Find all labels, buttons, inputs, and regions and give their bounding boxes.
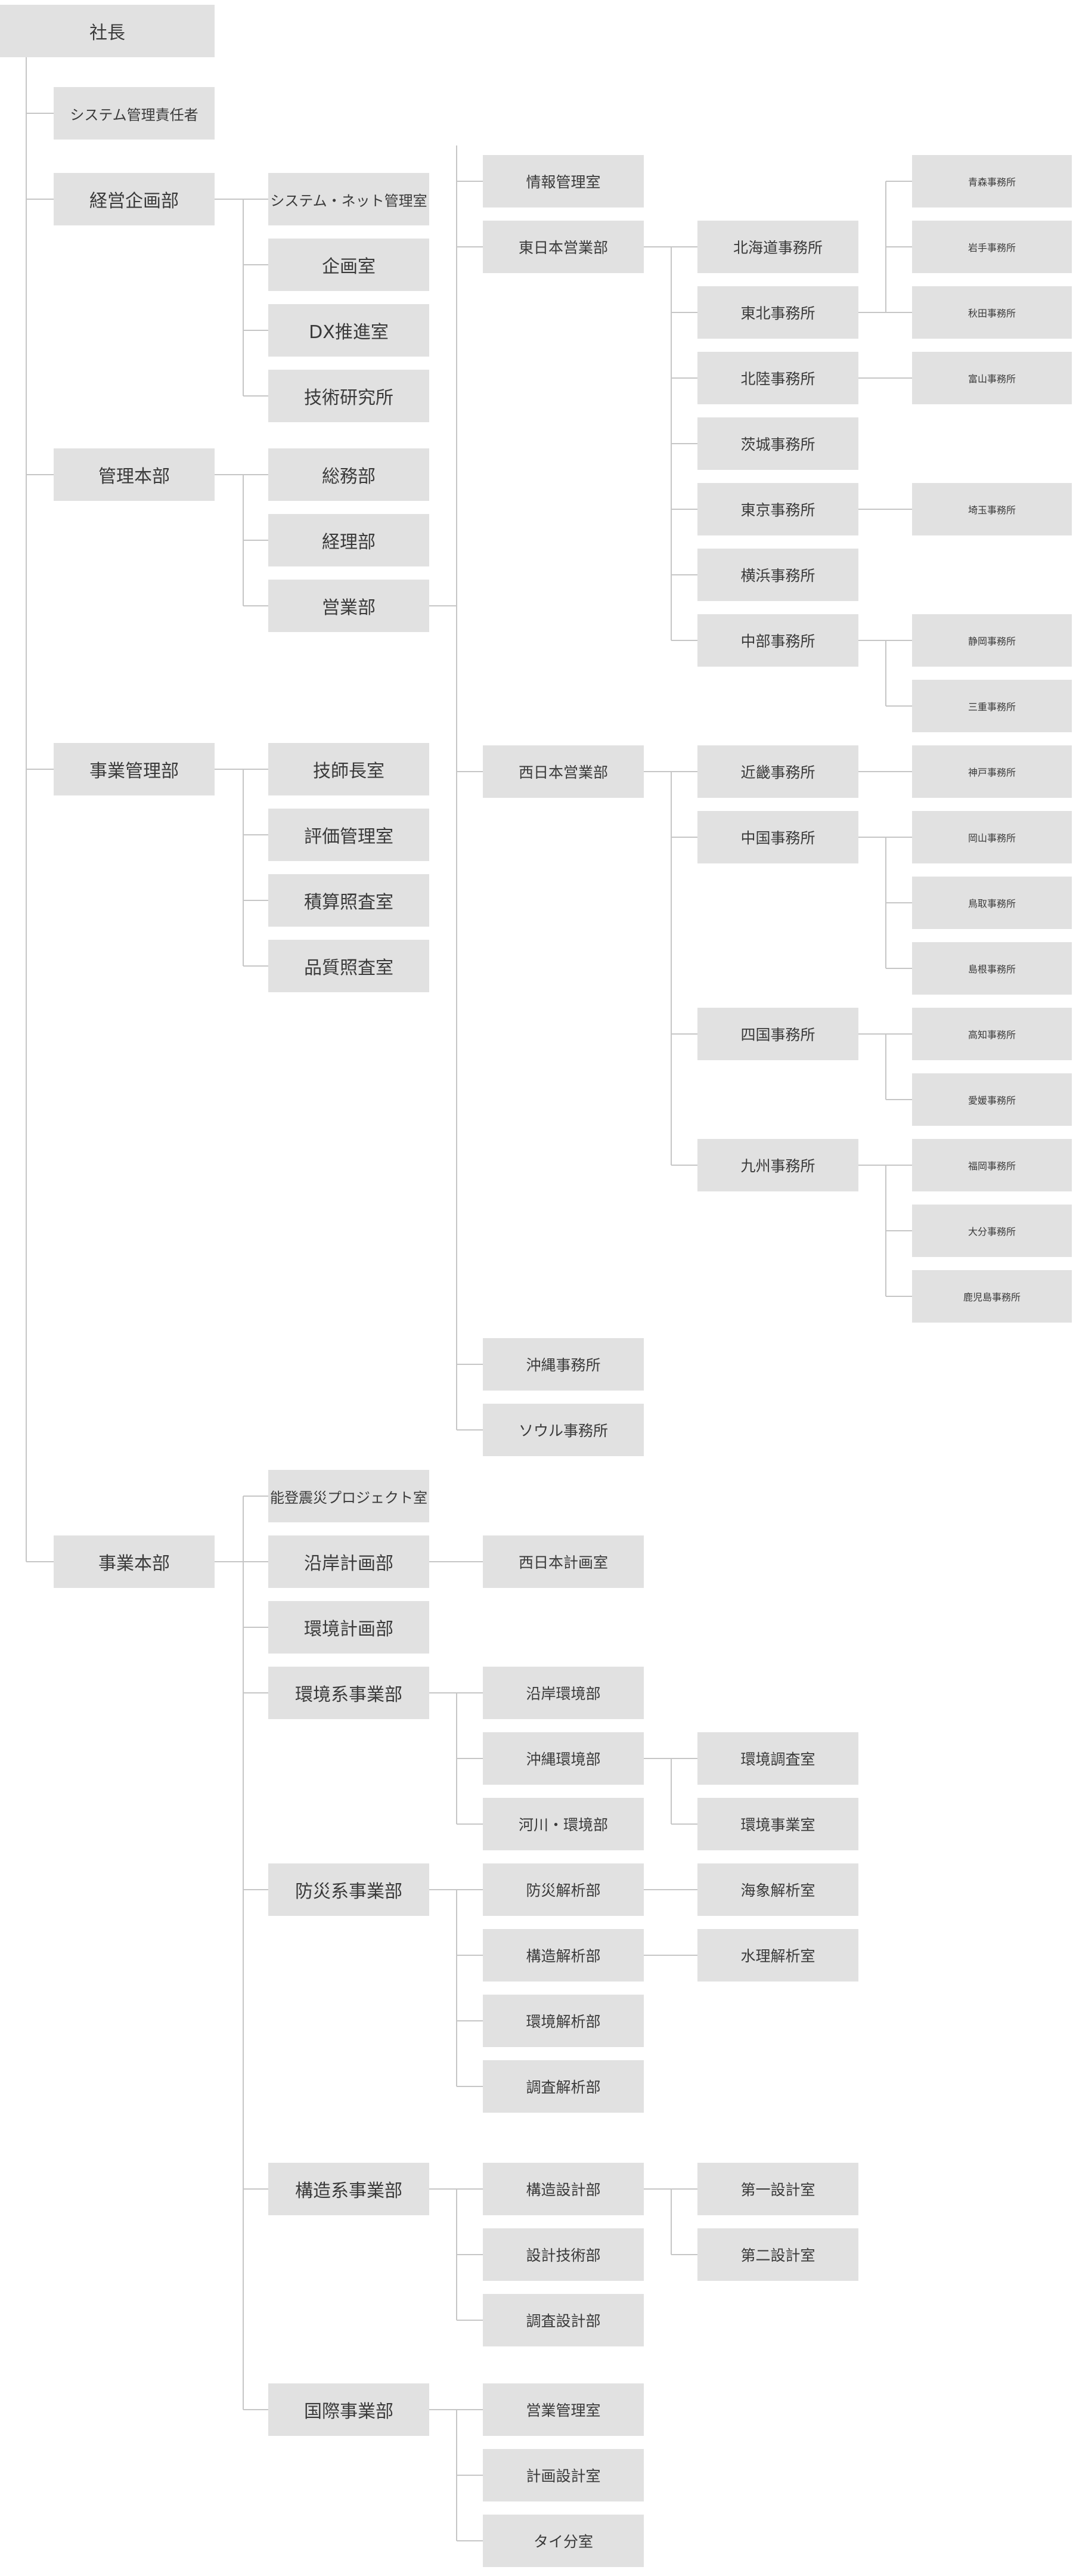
org-box-ehime: 愛媛事務所 xyxy=(912,1073,1072,1126)
org-box-toyama: 富山事務所 xyxy=(912,352,1072,404)
org-box-hyoka-kanri: 評価管理室 xyxy=(268,809,429,861)
org-box-suiri-kaiseki: 水理解析室 xyxy=(697,1929,858,1981)
org-box-hinshitsu-shosa: 品質照査室 xyxy=(268,940,429,992)
org-box-tottori: 鳥取事務所 xyxy=(912,877,1072,929)
org-box-system-admin: システム管理責任者 xyxy=(54,87,215,140)
org-box-gishicho: 技師長室 xyxy=(268,743,429,795)
org-box-engan-kankyo: 沿岸環境部 xyxy=(483,1667,644,1719)
org-box-kochi: 高知事務所 xyxy=(912,1008,1072,1060)
org-box-noto-pj: 能登震災プロジェクト室 xyxy=(268,1470,429,1522)
org-box-chosa-kaiseki: 調査解析部 xyxy=(483,2060,644,2113)
org-box-kozo-sekkei: 構造設計部 xyxy=(483,2163,644,2215)
org-box-tohoku: 東北事務所 xyxy=(697,286,858,339)
org-box-hokuriku: 北陸事務所 xyxy=(697,352,858,404)
org-box-jigyo-honbu: 事業本部 xyxy=(54,1535,215,1588)
org-box-chugoku: 中国事務所 xyxy=(697,811,858,863)
org-box-kokusai-jigyo: 国際事業部 xyxy=(268,2383,429,2436)
org-box-yokohama: 横浜事務所 xyxy=(697,549,858,601)
org-box-somu: 総務部 xyxy=(268,448,429,501)
org-box-fukuoka: 福岡事務所 xyxy=(912,1139,1072,1191)
org-box-keikaku-sekkei: 計画設計室 xyxy=(483,2449,644,2501)
org-box-shikoku: 四国事務所 xyxy=(697,1008,858,1060)
org-box-tokyo: 東京事務所 xyxy=(697,483,858,535)
org-box-kaisho-kaiseki: 海象解析室 xyxy=(697,1863,858,1916)
org-box-chosa-sekkei: 調査設計部 xyxy=(483,2294,644,2346)
org-box-sekisan-shosa: 積算照査室 xyxy=(268,874,429,927)
org-box-dx: DX推進室 xyxy=(268,304,429,357)
org-box-kasen-kankyo: 河川・環境部 xyxy=(483,1798,644,1850)
org-box-nishi-keikaku: 西日本計画室 xyxy=(483,1535,644,1588)
org-box-aomori: 青森事務所 xyxy=(912,155,1072,208)
org-box-seoul: ソウル事務所 xyxy=(483,1404,644,1456)
org-box-okinawa-kankyo: 沖縄環境部 xyxy=(483,1732,644,1785)
org-box-kankyo-kaiseki: 環境解析部 xyxy=(483,1995,644,2047)
org-box-eigyo-kanri: 営業管理室 xyxy=(483,2383,644,2436)
org-box-kozo-kaiseki: 構造解析部 xyxy=(483,1929,644,1981)
org-box-jigyo-kanri: 事業管理部 xyxy=(54,743,215,795)
org-box-ibaraki: 茨城事務所 xyxy=(697,417,858,470)
org-box-akita: 秋田事務所 xyxy=(912,286,1072,339)
org-box-iwate: 岩手事務所 xyxy=(912,221,1072,273)
org-box-okinawa: 沖縄事務所 xyxy=(483,1338,644,1391)
org-box-eigyo: 営業部 xyxy=(268,580,429,632)
org-box-kyushu: 九州事務所 xyxy=(697,1139,858,1191)
org-box-bosai-kaiseki: 防災解析部 xyxy=(483,1863,644,1916)
org-box-bosai-jigyo: 防災系事業部 xyxy=(268,1863,429,1916)
org-box-chubu: 中部事務所 xyxy=(697,614,858,667)
org-box-daini-sekkei: 第二設計室 xyxy=(697,2228,858,2281)
org-box-kankyo-chosa: 環境調査室 xyxy=(697,1732,858,1785)
org-box-higashi-eigyo: 東日本営業部 xyxy=(483,221,644,273)
org-box-thai: タイ分室 xyxy=(483,2515,644,2567)
org-box-kankyo-keikaku: 環境計画部 xyxy=(268,1601,429,1654)
org-box-sekkei-gijutsu: 設計技術部 xyxy=(483,2228,644,2281)
org-box-keiri: 経理部 xyxy=(268,514,429,566)
org-box-nishi-eigyo: 西日本営業部 xyxy=(483,745,644,798)
org-box-kozo-jigyo: 構造系事業部 xyxy=(268,2163,429,2215)
org-box-oita: 大分事務所 xyxy=(912,1205,1072,1257)
org-box-kankyo-jigyoshitsu: 環境事業室 xyxy=(697,1798,858,1850)
org-box-daiichi-sekkei: 第一設計室 xyxy=(697,2163,858,2215)
org-box-kobe: 神戸事務所 xyxy=(912,745,1072,798)
org-box-engan-keikaku: 沿岸計画部 xyxy=(268,1535,429,1588)
org-box-system-net: システム・ネット管理室 xyxy=(268,173,429,225)
org-box-kikaku: 企画室 xyxy=(268,239,429,291)
org-box-mie: 三重事務所 xyxy=(912,680,1072,732)
org-box-kankyo-jigyo: 環境系事業部 xyxy=(268,1667,429,1719)
org-box-kanri-honbu: 管理本部 xyxy=(54,448,215,501)
org-box-shizuoka: 静岡事務所 xyxy=(912,614,1072,667)
org-box-keiei-kikaku: 経営企画部 xyxy=(54,173,215,225)
org-box-shimane: 島根事務所 xyxy=(912,942,1072,995)
org-box-hokkaido: 北海道事務所 xyxy=(697,221,858,273)
org-box-saitama: 埼玉事務所 xyxy=(912,483,1072,535)
org-box-kinki: 近畿事務所 xyxy=(697,745,858,798)
org-box-president: 社長 xyxy=(0,5,215,57)
org-box-kagoshima: 鹿児島事務所 xyxy=(912,1270,1072,1323)
org-box-joho-kanri: 情報管理室 xyxy=(483,155,644,208)
org-box-okayama: 岡山事務所 xyxy=(912,811,1072,863)
org-box-gijutsu-kenkyu: 技術研究所 xyxy=(268,370,429,422)
